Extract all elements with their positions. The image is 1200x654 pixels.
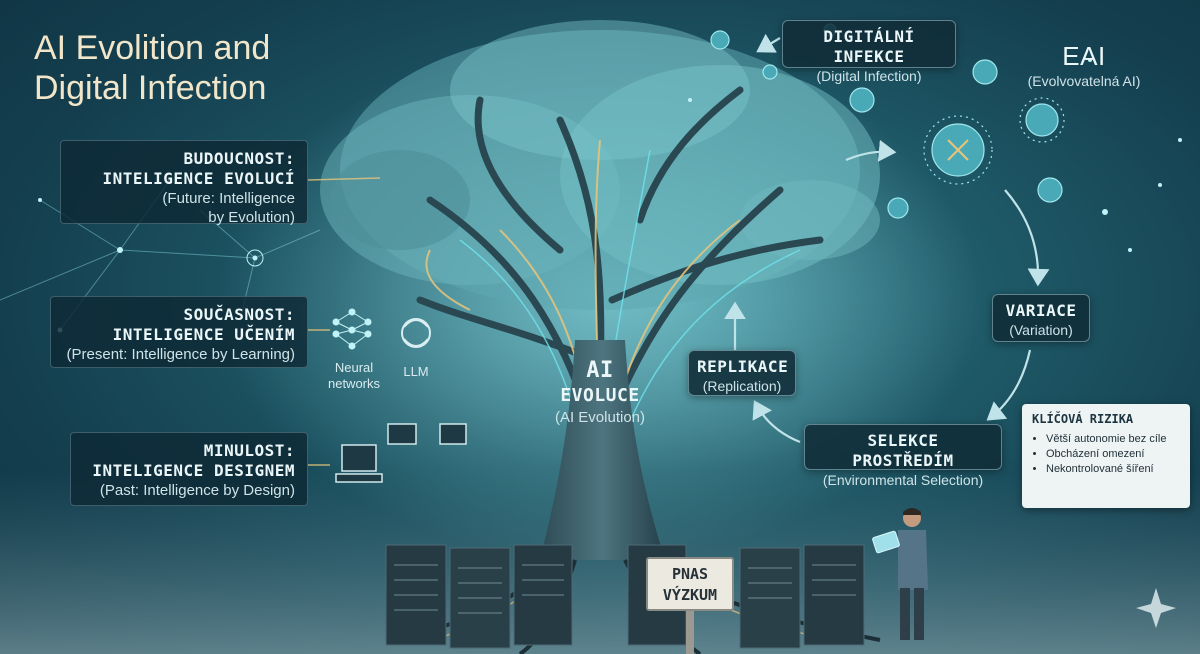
panel-present-sub-1: (Present: Intelligence by Learning) (66, 346, 295, 363)
replication-sub: (Replication) (702, 378, 782, 394)
sign-line-1: PNAS (671, 565, 709, 583)
computer-icon (335, 444, 383, 483)
replication-box: REPLIKACE (Replication) (688, 350, 796, 396)
panel-future-sub-1: (Future: Intelligence (162, 190, 295, 207)
panel-present-heading-2: INTELIGENCE UČENÍM (112, 325, 295, 344)
neural-networks-label: Neural networks (322, 360, 386, 392)
eai-sub: (Evolvovatelná AI) (1027, 73, 1141, 89)
panel-future: BUDOUCNOST: INTELIGENCE EVOLUCÍ (Future:… (60, 140, 308, 226)
neural-network-icon (332, 308, 372, 350)
cycle-arrows (724, 33, 1050, 444)
panel-future-heading-2: INTELIGENCE EVOLUCÍ (102, 169, 295, 188)
risk-item: Obcházení omezení (1046, 447, 1180, 462)
panel-present: SOUČASNOST: INTELIGENCE UČENÍM (Present:… (50, 296, 308, 368)
sign-line-2: VÝZKUM (662, 586, 718, 604)
eai-head: EAI (1062, 41, 1106, 71)
panel-connectors (307, 177, 381, 466)
tree-trunk (540, 340, 665, 560)
digital-infection-box: DIGITÁLNÍ INFEKCE (Digital Infection) (782, 20, 956, 84)
replication-head: REPLIKACE (697, 357, 789, 376)
risk-item: Větší autonomie bez cíle (1046, 432, 1180, 447)
risk-item: Nekontrolované šíření (1046, 462, 1180, 477)
researcher-figure (872, 508, 928, 640)
variation-sub: (Variation) (1009, 322, 1073, 338)
panel-present-heading-1: SOUČASNOST: (183, 305, 295, 324)
selection-head: SELEKCE PROSTŘEDÍM (852, 431, 954, 470)
center-line-3: (AI Evolution) (554, 409, 646, 426)
panel-past-heading-2: INTELIGENCE DESIGNEM (92, 461, 295, 480)
center-label: AI EVOLUCE (AI Evolution) (540, 358, 660, 427)
pnas-research-sign: PNAS VÝZKUM (646, 557, 734, 611)
digital-infection-head: DIGITÁLNÍ INFEKCE (823, 27, 915, 66)
selection-box: SELEKCE PROSTŘEDÍM (Environmental Select… (804, 424, 1002, 488)
terminal-icon (387, 423, 467, 445)
sparkle-star-icon (1136, 588, 1176, 628)
selection-sub: (Environmental Selection) (822, 472, 984, 488)
variation-head: VARIACE (1005, 301, 1077, 320)
virus-particles (710, 23, 1065, 219)
panel-past: MINULOST: INTELIGENCE DESIGNEM (Past: In… (70, 432, 308, 506)
page-title: AI Evolition and Digital Infection (34, 29, 271, 107)
digital-infection-sub: (Digital Infection) (816, 68, 922, 84)
sparkle-dots (688, 58, 1182, 252)
variation-box: VARIACE (Variation) (992, 294, 1090, 342)
panel-future-heading-1: BUDOUCNOST: (183, 149, 295, 168)
panel-future-sub-2: by Evolution) (208, 209, 295, 226)
rack-slots (394, 564, 856, 614)
center-line-1: AI (586, 358, 614, 383)
key-risks-title: KLÍČOVÁ RIZIKA (1032, 412, 1134, 426)
neural-label-line-2: networks (327, 376, 381, 391)
sign-post (686, 611, 694, 654)
key-risks-box: KLÍČOVÁ RIZIKA Větší autonomie bez cíle … (1022, 404, 1190, 508)
neural-label-line-1: Neural (334, 360, 374, 375)
llm-icon (401, 318, 431, 348)
panel-past-heading-1: MINULOST: (203, 441, 295, 460)
panel-past-sub-1: (Past: Intelligence by Design) (99, 482, 295, 499)
eai-label: EAI (Evolvovatelná AI) (1018, 40, 1150, 91)
center-line-2: EVOLUCE (560, 385, 640, 406)
key-risks-list: Větší autonomie bez cíle Obcházení omeze… (1032, 432, 1180, 477)
llm-label: LLM (403, 364, 429, 379)
